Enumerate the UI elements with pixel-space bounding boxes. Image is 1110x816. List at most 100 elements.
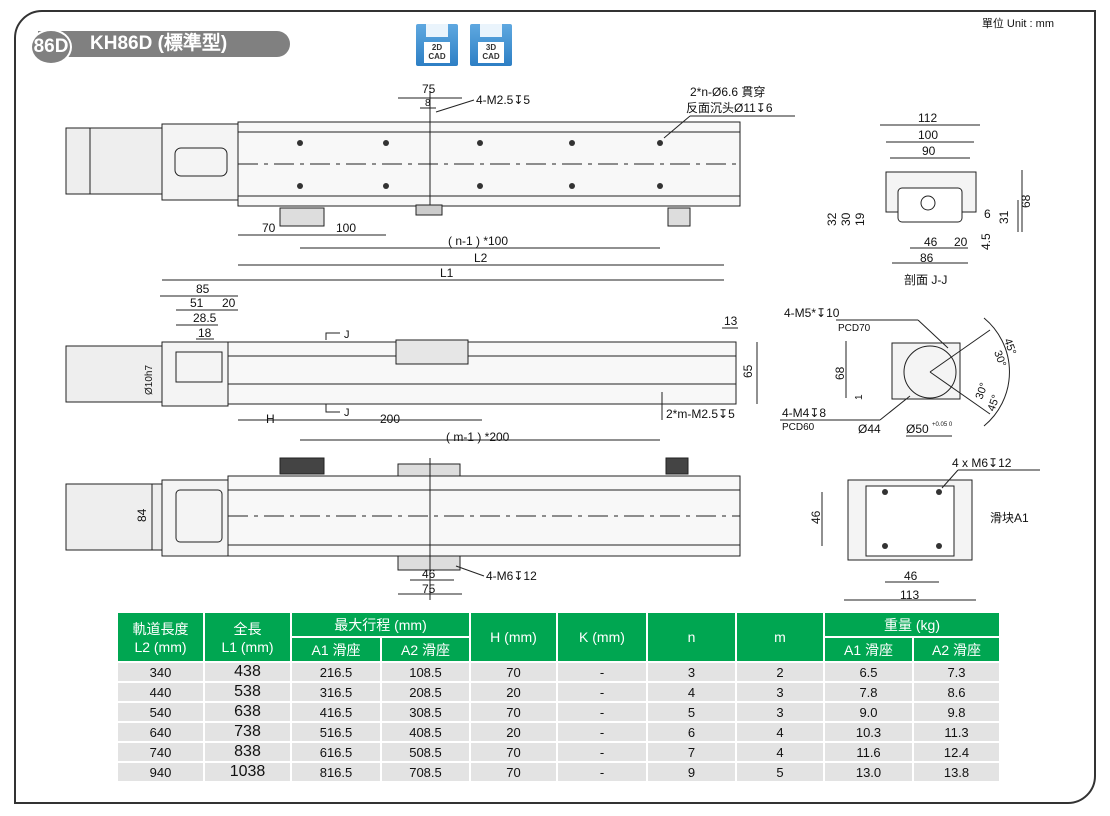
dim-84: 84 bbox=[135, 508, 149, 522]
dim-46-h: 46 bbox=[904, 569, 918, 583]
angle-45: 45° bbox=[1001, 337, 1018, 357]
cell-n: 4 bbox=[648, 683, 735, 701]
cell-weight-a2: 11.3 bbox=[914, 723, 999, 741]
cell-n: 7 bbox=[648, 743, 735, 761]
dim-6: 6 bbox=[984, 207, 991, 221]
header-stroke-a2: A2 滑座 bbox=[382, 638, 469, 661]
dim-200: 200 bbox=[380, 412, 400, 426]
dia-50: Ø50 bbox=[906, 422, 929, 436]
top-view: 75 8 4-M2.5↧5 2*n-Ø6.6 貫穿 反面沉头Ø11↧6 70 1… bbox=[65, 82, 795, 281]
cell-l1: 838 bbox=[205, 743, 290, 761]
dim-68: 68 bbox=[1019, 194, 1033, 208]
side-tap-note: 2*m-M2.5↧5 bbox=[666, 407, 735, 421]
model-title: KH86D (標準型) bbox=[38, 31, 290, 57]
cell-stroke-a2: 108.5 bbox=[382, 663, 469, 681]
cell-m: 2 bbox=[737, 663, 823, 681]
cell-m: 3 bbox=[737, 683, 823, 701]
dim-46: 46 bbox=[422, 567, 436, 581]
cell-stroke-a2: 508.5 bbox=[382, 743, 469, 761]
cell-weight-a1: 11.6 bbox=[825, 743, 912, 761]
cell-m: 3 bbox=[737, 703, 823, 721]
cell-stroke-a1: 816.5 bbox=[292, 763, 380, 781]
dim-20: 20 bbox=[222, 296, 236, 310]
cell-l2: 740 bbox=[118, 743, 203, 761]
cell-h: 70 bbox=[471, 703, 556, 721]
cell-weight-a1: 6.5 bbox=[825, 663, 912, 681]
section-view: 112 100 90 68 32 30 19 6 31 46 20 4.5 86… bbox=[825, 111, 1033, 287]
cell-l2: 640 bbox=[118, 723, 203, 741]
cell-stroke-a2: 708.5 bbox=[382, 763, 469, 781]
cell-weight-a2: 13.8 bbox=[914, 763, 999, 781]
slider-name: 滑块A1 bbox=[990, 511, 1029, 525]
cell-h: 70 bbox=[471, 743, 556, 761]
model-badge: 86D bbox=[30, 29, 72, 65]
dim-31: 31 bbox=[997, 210, 1011, 224]
cell-m: 5 bbox=[737, 763, 823, 781]
cell-n: 3 bbox=[648, 663, 735, 681]
cell-h: 70 bbox=[471, 763, 556, 781]
dim-8: 8 bbox=[425, 98, 431, 109]
pcd-70: PCD70 bbox=[838, 323, 871, 334]
cell-stroke-a2: 308.5 bbox=[382, 703, 469, 721]
pcd-60: PCD60 bbox=[782, 422, 815, 433]
bottom-view: 84 46 75 4-M6↧12 bbox=[65, 457, 741, 600]
dim-75: 75 bbox=[422, 82, 436, 96]
dim-4-5: 4.5 bbox=[979, 233, 993, 250]
cell-k: - bbox=[558, 663, 646, 681]
dim-1: 1 bbox=[854, 394, 865, 400]
cell-m: 4 bbox=[737, 743, 823, 761]
cad-2d-label: CAD bbox=[428, 52, 446, 61]
section-mark-j: J bbox=[344, 329, 350, 341]
cell-l1: 738 bbox=[205, 723, 290, 741]
cad-3d-label: 3D bbox=[485, 43, 497, 52]
header-h: H (mm) bbox=[471, 613, 556, 661]
dim-113: 113 bbox=[900, 588, 919, 602]
cell-stroke-a2: 208.5 bbox=[382, 683, 469, 701]
dim-13: 13 bbox=[724, 314, 738, 328]
cell-weight-a2: 8.6 bbox=[914, 683, 999, 701]
cell-weight-a1: 10.3 bbox=[825, 723, 912, 741]
cell-weight-a1: 9.0 bbox=[825, 703, 912, 721]
cell-l1: 438 bbox=[205, 663, 290, 681]
unit-label: 單位 Unit : mm bbox=[981, 18, 1054, 30]
holes-note: 2*n-Ø6.6 貫穿 bbox=[690, 84, 765, 99]
cell-weight-a2: 12.4 bbox=[914, 743, 999, 761]
dim-86: 86 bbox=[920, 251, 934, 265]
cell-stroke-a1: 616.5 bbox=[292, 743, 380, 761]
slider-tap-note: 4 x M6↧12 bbox=[952, 456, 1012, 470]
dim-28-5: 28.5 bbox=[193, 311, 217, 325]
dia-44: Ø44 bbox=[858, 422, 881, 436]
dim-100: 100 bbox=[918, 128, 938, 142]
header-k: K (mm) bbox=[558, 613, 646, 661]
dim-46-v: 46 bbox=[809, 510, 823, 524]
dim-51: 51 bbox=[190, 296, 204, 310]
flange-tap-1: 4-M5*↧10 bbox=[784, 306, 840, 320]
header-weight: 重量 (kg) bbox=[825, 613, 999, 636]
shaft-dia: Ø10h7 bbox=[144, 365, 155, 395]
dim-100: 100 bbox=[336, 221, 356, 235]
cell-m: 4 bbox=[737, 723, 823, 741]
dia-50-tolerance: +0.05 0 bbox=[932, 422, 953, 428]
dim-pitch-m: ( m-1 ) *200 bbox=[446, 430, 510, 444]
cell-k: - bbox=[558, 723, 646, 741]
cell-k: - bbox=[558, 683, 646, 701]
bottom-tap-note: 4-M6↧12 bbox=[486, 569, 537, 583]
page-frame bbox=[14, 10, 1096, 804]
cell-l1: 1038 bbox=[205, 763, 290, 781]
cell-weight-a2: 9.8 bbox=[914, 703, 999, 721]
dim-75: 75 bbox=[422, 582, 436, 596]
cell-stroke-a1: 516.5 bbox=[292, 723, 380, 741]
header-weight-a2: A2 滑座 bbox=[914, 638, 999, 661]
flange-tap-2: 4-M4↧8 bbox=[782, 406, 826, 420]
dim-68: 68 bbox=[833, 366, 847, 380]
dim-h: H bbox=[266, 412, 275, 426]
section-caption: 剖面 J-J bbox=[904, 273, 947, 287]
tap-note: 4-M2.5↧5 bbox=[476, 93, 530, 107]
